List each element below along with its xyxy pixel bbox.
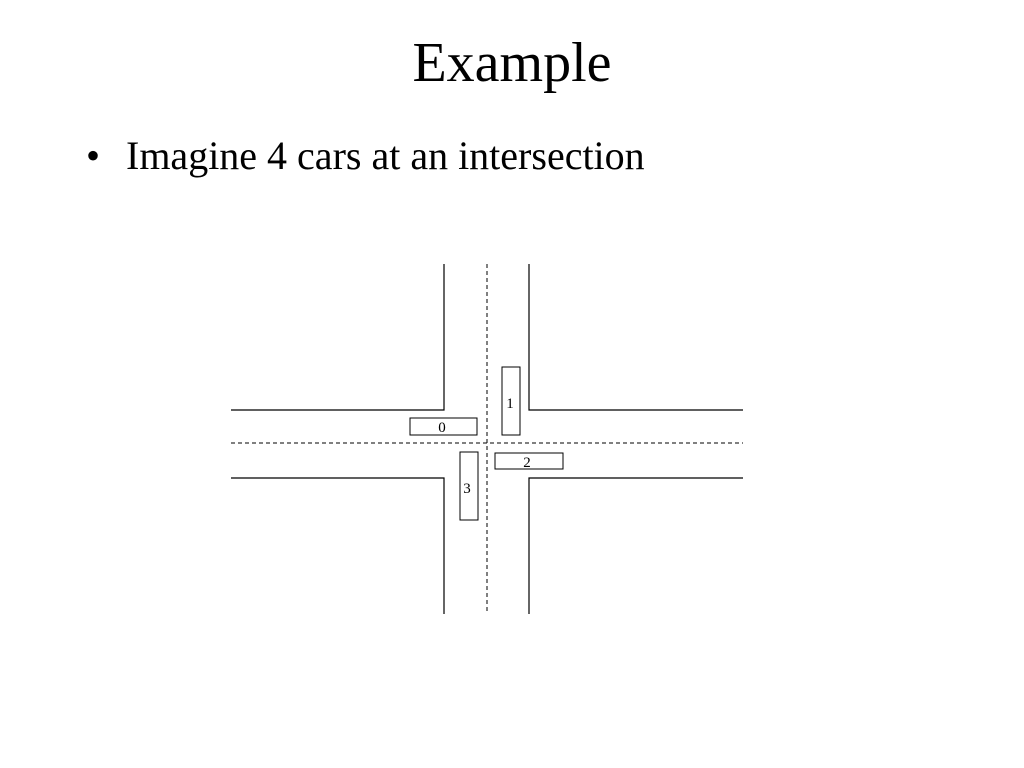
road-edge-top-right [528, 264, 743, 411]
car-label: 2 [523, 455, 531, 471]
car-label: 1 [506, 396, 514, 412]
road-edge-bottom-left [231, 477, 445, 614]
car-body [459, 451, 479, 521]
road-edge-bottom-right [528, 477, 743, 614]
car-label: 0 [438, 420, 446, 436]
road-edges [231, 264, 743, 614]
slide-title: Example [412, 32, 612, 94]
car-body [409, 417, 478, 436]
car-label: 3 [463, 481, 471, 497]
car-body [494, 452, 564, 470]
car-0: 0 [409, 417, 478, 436]
lane-dividers [231, 264, 743, 614]
road-edge-top-left [231, 264, 445, 411]
car-1: 1 [501, 366, 521, 436]
bullet-marker: • [86, 133, 101, 178]
car-2: 2 [494, 452, 564, 471]
bullet-item: • Imagine 4 cars at an intersection [86, 132, 645, 180]
car-body [501, 366, 521, 436]
bullet-text: Imagine 4 cars at an intersection [126, 133, 645, 178]
car-3: 3 [459, 451, 479, 521]
bullet-list: • Imagine 4 cars at an intersection [86, 132, 645, 180]
